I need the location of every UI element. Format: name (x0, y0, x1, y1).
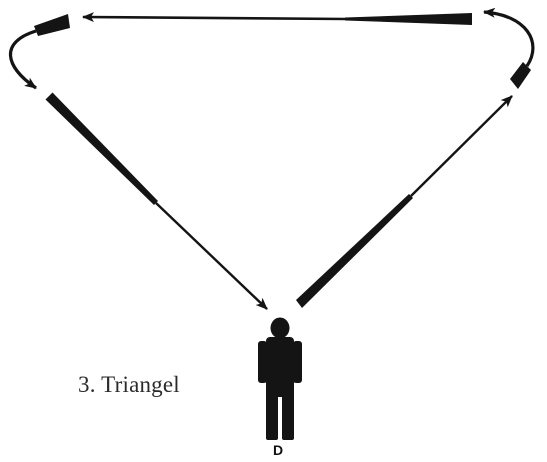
figure-caption: 3. Triangel (78, 372, 180, 397)
right-side-arrow (296, 95, 513, 308)
left-side-arrow (45, 92, 268, 310)
top-right-curved-arrow (483, 7, 535, 89)
top-arrow (82, 12, 472, 25)
person-label: D (272, 442, 284, 458)
top-left-curved-arrow (8, 14, 70, 90)
person-icon (258, 317, 302, 440)
